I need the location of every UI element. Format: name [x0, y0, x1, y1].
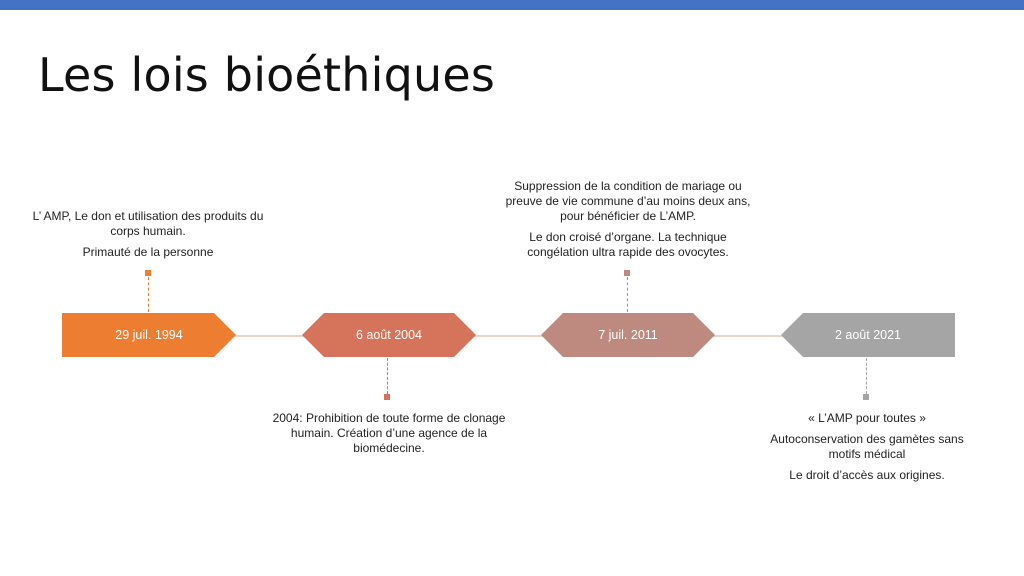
timeline-connector	[474, 335, 544, 337]
note-line: Le don croisé d’organe. La technique con…	[527, 230, 729, 259]
pentagon-arrow-shape	[62, 313, 236, 357]
event-note-2021: « L’AMP pour toutes » Autoconservation d…	[758, 411, 976, 489]
event-marker	[145, 270, 151, 276]
event-dashed-stem	[387, 358, 388, 394]
note-line: 2004: Prohibition de toute forme de clon…	[272, 411, 506, 455]
event-date-label: 2 août 2021	[834, 328, 902, 342]
event-marker	[863, 394, 869, 400]
timeline-event-1994: 29 juil. 1994	[62, 313, 236, 357]
chevron-arrow-shape	[781, 313, 955, 357]
event-dashed-stem	[627, 277, 628, 312]
timeline-connector	[713, 335, 783, 337]
note-line: Autoconservation des gamètes sans motifs…	[770, 432, 964, 461]
timeline-connector	[234, 335, 304, 337]
note-line: « L’AMP pour toutes »	[808, 411, 926, 425]
event-note-2004: 2004: Prohibition de toute forme de clon…	[262, 411, 516, 462]
note-line: Le droit d’accès aux origines.	[789, 468, 945, 482]
accent-bar	[0, 0, 1024, 10]
timeline-event-2011: 7 juil. 2011	[541, 313, 715, 357]
event-date-label: 6 août 2004	[355, 328, 423, 342]
event-marker	[384, 394, 390, 400]
event-date-label: 29 juil. 1994	[115, 328, 183, 342]
event-dashed-stem	[866, 358, 867, 394]
hexagon-shape	[541, 313, 715, 357]
timeline-event-2004: 6 août 2004	[302, 313, 476, 357]
timeline-event-2021: 2 août 2021	[781, 313, 955, 357]
slide-title: Les lois bioéthiques	[38, 48, 496, 102]
note-line: L’ AMP, Le don et utilisation des produi…	[32, 209, 264, 238]
event-note-2011: Suppression de la condition de mariage o…	[498, 179, 758, 266]
event-dashed-stem	[148, 277, 149, 312]
event-marker	[624, 270, 630, 276]
hexagon-shape	[302, 313, 476, 357]
event-date-label: 7 juil. 2011	[598, 328, 658, 342]
note-line: Suppression de la condition de mariage o…	[505, 179, 751, 223]
event-note-1994: L’ AMP, Le don et utilisation des produi…	[22, 209, 274, 266]
note-line: Primauté de la personne	[82, 245, 214, 259]
